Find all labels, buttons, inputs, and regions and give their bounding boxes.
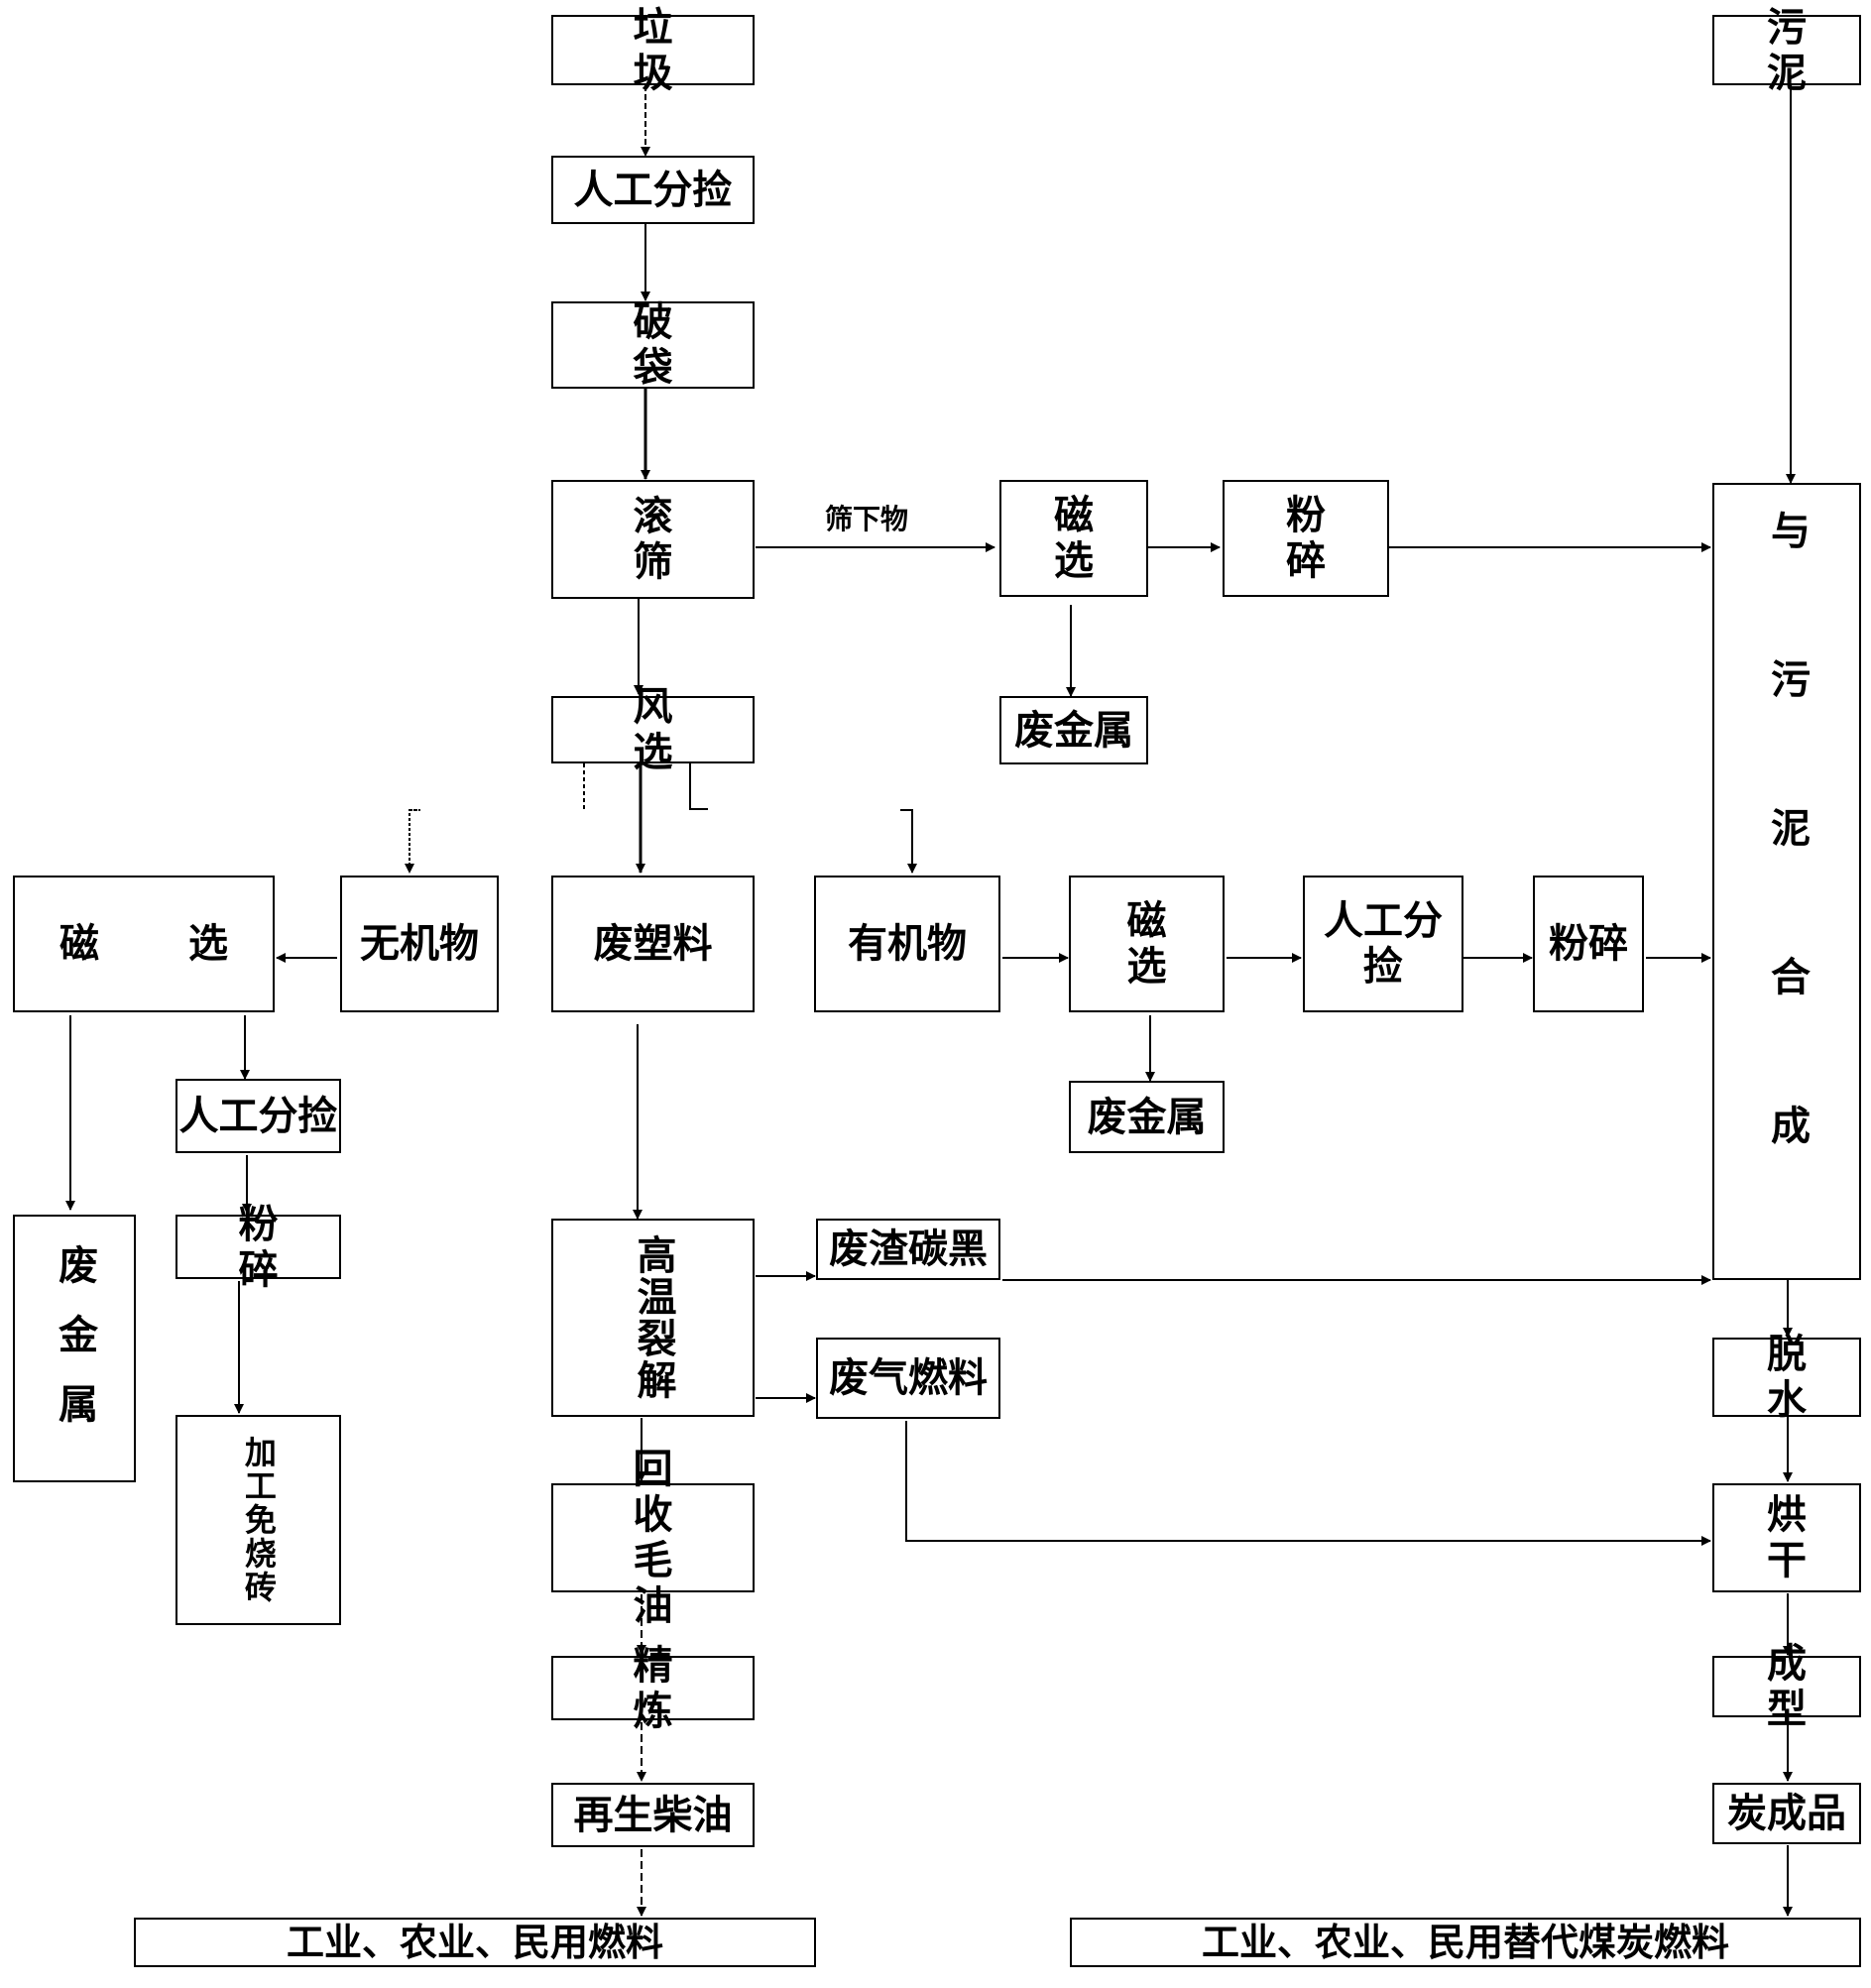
node-diesel: 再生柴油 <box>551 1783 755 1847</box>
node-fuel-right: 工业、农业、民用替代煤炭燃料 <box>1070 1918 1861 1967</box>
node-organic: 有机物 <box>814 876 1000 1012</box>
node-forming: 成 型 <box>1712 1641 1861 1732</box>
node-manual-sort-2: 人工分捡 <box>1303 876 1463 1012</box>
node-crush-2: 粉碎 <box>1533 876 1644 1012</box>
arrow-to-organic <box>900 809 917 874</box>
node-recover-crude: 回 收 毛 油 <box>551 1447 755 1629</box>
node-inorganic: 无机物 <box>340 876 499 1012</box>
label-undersize: 筛下物 <box>825 503 909 535</box>
node-residue-carbon: 废渣碳黑 <box>816 1219 1000 1280</box>
arrow-gas-dry <box>905 1421 1711 1546</box>
node-magsep-1: 磁 选 <box>999 480 1148 597</box>
node-dewater: 脱 水 <box>1712 1332 1861 1423</box>
node-garbage: 垃 圾 <box>551 4 755 95</box>
node-magsep-left: 磁 选 <box>13 876 275 1012</box>
node-trommel: 滚 筛 <box>551 480 755 599</box>
node-bag-break: 破 袋 <box>551 299 755 391</box>
node-waste-gas-fuel: 废气燃料 <box>816 1338 1000 1419</box>
node-refine: 精 炼 <box>551 1642 755 1733</box>
node-pyrolysis: 高温裂解 <box>551 1219 755 1417</box>
node-drying: 烘 干 <box>1712 1483 1861 1592</box>
node-air-sep: 风 选 <box>551 684 755 775</box>
node-scrap-metal-2: 废金属 <box>1069 1081 1225 1153</box>
node-fuel-left: 工业、农业、民用燃料 <box>134 1918 816 1967</box>
node-scrap-metal-left: 废金属 <box>13 1215 136 1482</box>
recover-crude-line1: 回 收 <box>633 1446 711 1538</box>
node-unfired-brick: 加工免烧砖 <box>175 1415 341 1625</box>
node-manual-sort-1: 人工分捡 <box>551 156 755 224</box>
recover-crude-line2: 毛 油 <box>633 1537 711 1629</box>
node-magsep-2: 磁 选 <box>1069 876 1225 1012</box>
node-waste-plastic: 废塑料 <box>551 876 755 1012</box>
node-manual-sort-3: 人工分捡 <box>175 1079 341 1153</box>
node-sludge: 污 泥 <box>1712 4 1861 95</box>
node-crush-1: 粉 碎 <box>1223 480 1389 597</box>
arrow-to-inorganic <box>405 809 420 874</box>
node-scrap-metal-1: 废金属 <box>999 696 1148 764</box>
node-mix-sludge: 与污泥合成 <box>1712 483 1861 1280</box>
node-carbon-product: 炭成品 <box>1712 1783 1861 1844</box>
node-crush-3: 粉 碎 <box>175 1201 341 1292</box>
